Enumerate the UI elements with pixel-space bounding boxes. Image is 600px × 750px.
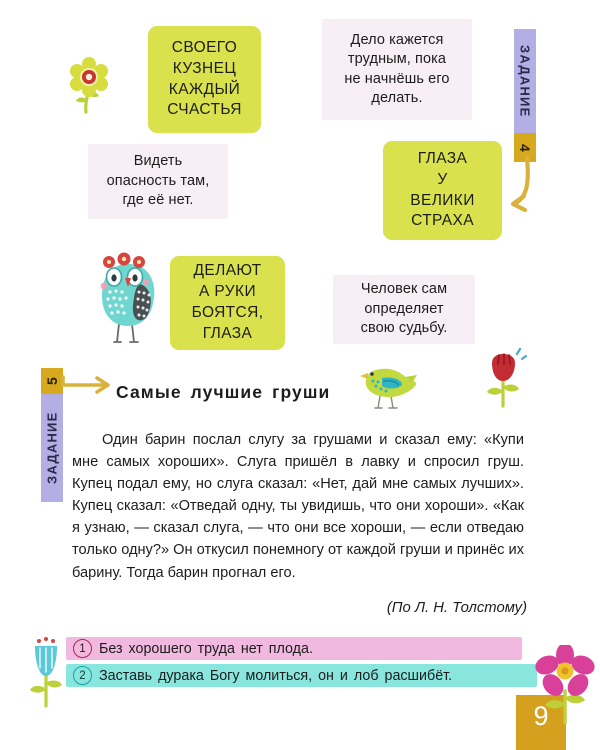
card-line: определяет (364, 300, 444, 317)
card-line: ДЕЛАЮТ (193, 262, 262, 280)
card-line: Видеть (133, 153, 183, 170)
card-line: У (437, 170, 448, 188)
task-tab-5[interactable]: 5 ЗАДАНИЕ (41, 368, 63, 502)
card-line: ГЛАЗА (202, 324, 253, 342)
arrow-curved-down-icon (510, 156, 530, 213)
saying-card-glaza: ГЛАЗА У ВЕЛИКИ СТРАХА (383, 141, 502, 240)
proverb-row-2[interactable]: 2 Заставь дурака Богу молиться, он и лоб… (66, 664, 537, 687)
flower-icon (30, 637, 62, 708)
card-line: СЧАСТЬЯ (167, 101, 242, 119)
card-line: не начнёшь его (344, 70, 450, 87)
task-tab-5-label: ЗАДАНИЕ (41, 394, 63, 502)
card-line: где её нет. (122, 192, 194, 209)
flower-icon (70, 57, 108, 114)
story-text: Один барин послал слугу за грушами и ска… (72, 431, 524, 581)
task-tab-5-number: 5 (41, 368, 63, 394)
card-line: Человек сам (360, 281, 448, 298)
attribution: (По Л. Н. Толстому) (386, 600, 527, 616)
task-tab-4[interactable]: ЗАДАНИЕ 4 (514, 29, 536, 162)
card-line: КАЖДЫЙ (168, 80, 241, 98)
proverb-text-2: Заставь дурака Богу молиться, он и лоб р… (99, 667, 453, 684)
card-line: свою судьбу. (360, 320, 448, 337)
saying-card-delo: Дело кажется трудным, пока не начнёшь ег… (322, 19, 472, 120)
flower-icon (535, 645, 595, 725)
card-line: ВЕЛИКИ (410, 191, 475, 209)
card-line: Дело кажется (350, 31, 444, 48)
card-line: ГЛАЗА (417, 149, 468, 167)
proverb-number-2: 2 (73, 666, 92, 685)
card-line: СТРАХА (411, 212, 474, 230)
bird-icon (360, 368, 417, 409)
flower-icon (487, 348, 528, 408)
arrow-right-icon (61, 375, 110, 394)
task-tab-4-number: 4 (514, 133, 536, 162)
page-title: Самые лучшие груши (116, 381, 331, 402)
card-line: БОЯТСЯ, (191, 304, 264, 321)
proverb-text-1: Без хорошего труда нет плода. (99, 640, 313, 657)
card-line: опасность там, (106, 172, 210, 189)
saying-card-chelovek: Человек сам определяет свою судьбу. (333, 275, 475, 344)
proverb-number-1: 1 (73, 639, 92, 658)
card-line: делать. (371, 89, 423, 106)
saying-card-videt: Видеть опасность там, где её нет. (88, 144, 228, 219)
task-tab-4-label: ЗАДАНИЕ (514, 29, 536, 133)
proverb-row-1[interactable]: 1 Без хорошего труда нет плода. (66, 637, 522, 660)
card-line: А РУКИ (198, 283, 257, 301)
saying-card-kuznets: СВОЕГО КУЗНЕЦ КАЖДЫЙ СЧАСТЬЯ (148, 26, 261, 133)
card-line: трудным, пока (347, 51, 447, 68)
card-line: СВОЕГО (171, 38, 238, 56)
saying-card-delayut: ДЕЛАЮТ А РУКИ БОЯТСЯ, ГЛАЗА (170, 256, 285, 350)
owl-icon (100, 252, 155, 343)
card-line: КУЗНЕЦ (172, 59, 237, 77)
